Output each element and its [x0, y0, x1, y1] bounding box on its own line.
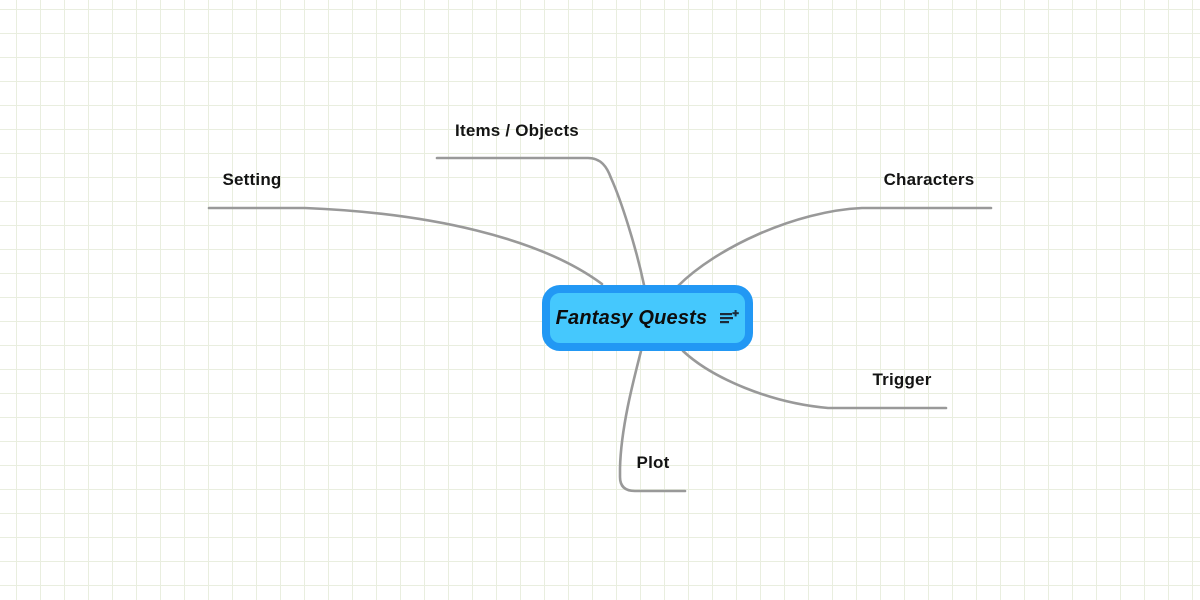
branch-node-items-objects[interactable]: Items / Objects [455, 121, 579, 140]
branch-node-trigger[interactable]: Trigger [872, 370, 932, 389]
branch-node-plot[interactable]: Plot [636, 453, 670, 472]
branch-node-setting[interactable]: Setting [222, 170, 282, 189]
central-node-label: Fantasy Quests [555, 306, 708, 329]
branch-line-plot [618, 349, 687, 493]
branch-node-characters[interactable]: Characters [883, 170, 975, 189]
add-notes-icon[interactable] [720, 309, 740, 327]
branch-line-trigger [681, 349, 948, 410]
branch-line-items [435, 156, 646, 287]
branch-line-setting [207, 206, 604, 286]
branch-line-characters [676, 206, 993, 288]
central-node-fantasy-quests[interactable]: Fantasy Quests [542, 285, 753, 351]
